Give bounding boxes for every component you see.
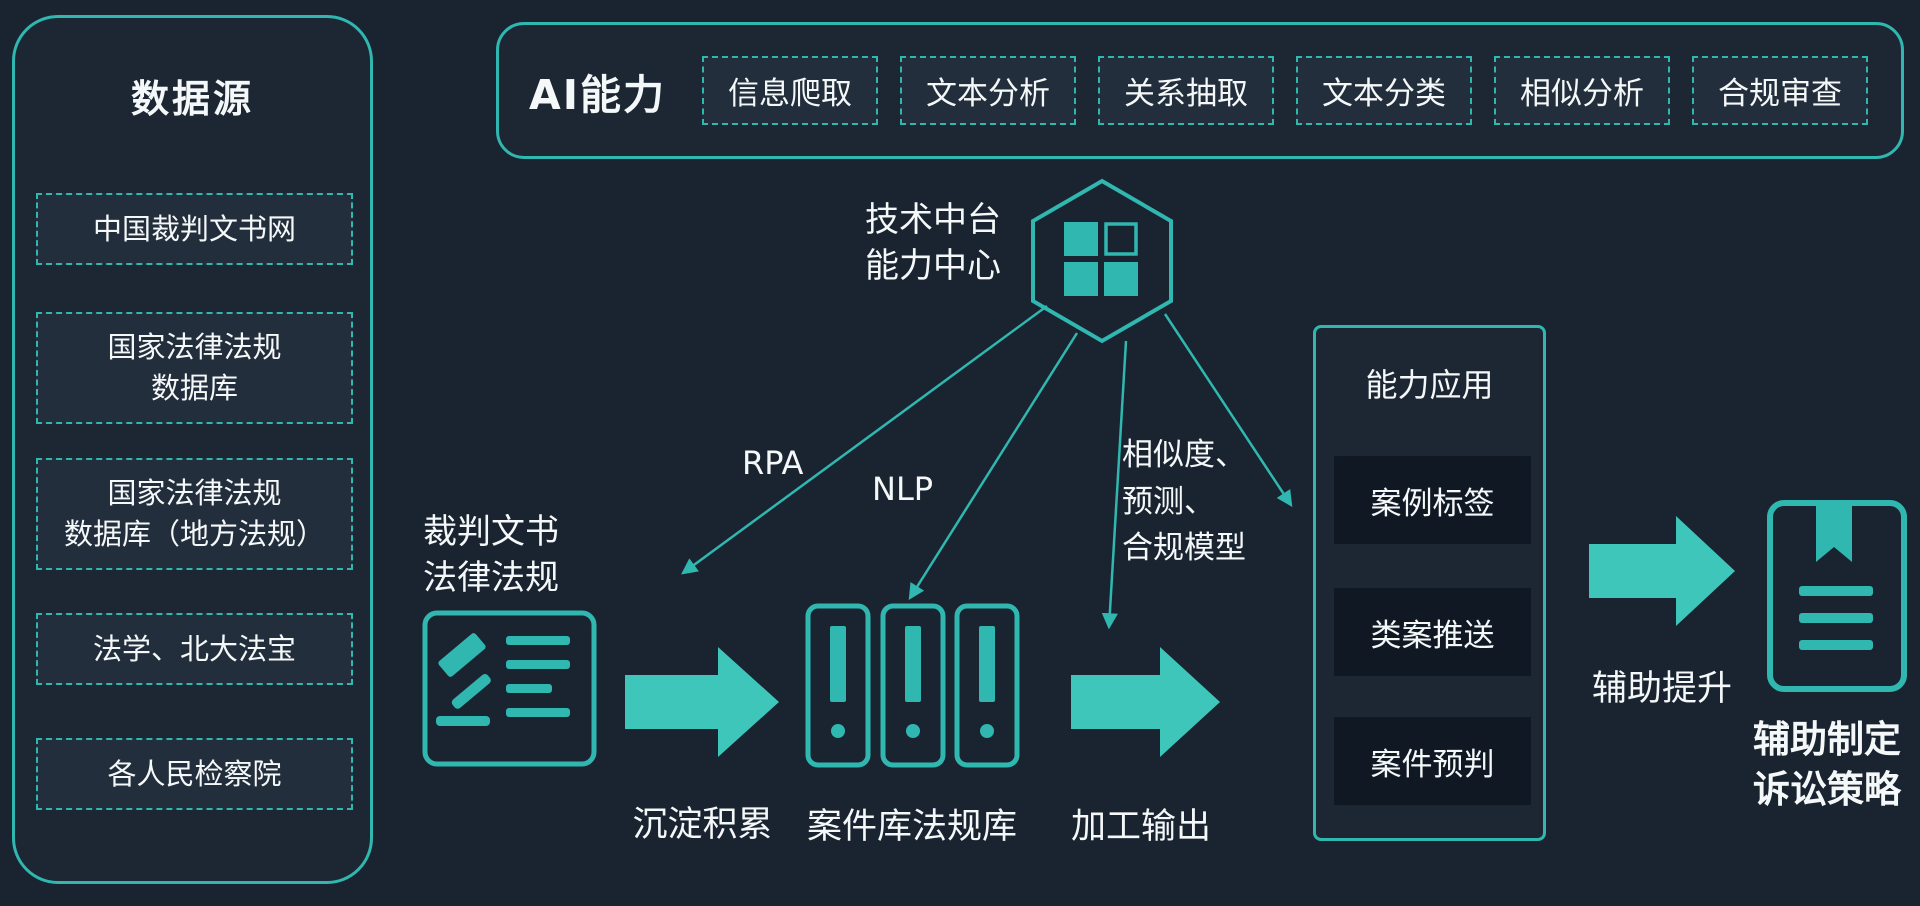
rpa-arrow bbox=[681, 304, 1048, 575]
applications-panel: 能力应用 案例标签 类案推送 案件预判 bbox=[1313, 325, 1546, 841]
application-item: 案件预判 bbox=[1334, 717, 1531, 805]
nlp-arrow bbox=[908, 332, 1079, 601]
case-file-icon bbox=[954, 603, 1020, 768]
data-source-item: 国家法律法规 数据库 bbox=[36, 312, 353, 424]
ai-capability-item: 相似分析 bbox=[1494, 56, 1670, 125]
ai-capabilities-title: AI能力 bbox=[529, 70, 666, 119]
flow-arrow-process bbox=[1071, 647, 1220, 757]
result-label: 辅助制定 诉讼策略 bbox=[1753, 718, 1901, 811]
accumulate-caption: 沉淀积累 bbox=[632, 805, 773, 845]
apps-arrow bbox=[1163, 313, 1293, 508]
flow-arrow-assist bbox=[1589, 516, 1735, 626]
ai-capability-item: 文本分析 bbox=[900, 56, 1076, 125]
process-caption: 加工输出 bbox=[1070, 807, 1211, 847]
case-file-icons bbox=[805, 603, 1020, 768]
application-item: 案例标签 bbox=[1334, 456, 1531, 544]
case-file-icon bbox=[880, 603, 946, 768]
gavel-document-icon bbox=[422, 610, 597, 767]
tech-platform-label: 技术中台 能力中心 bbox=[865, 200, 1001, 286]
flow-arrow-accumulate bbox=[625, 647, 779, 757]
case-file-icon bbox=[805, 603, 871, 768]
ai-capability-item: 信息爬取 bbox=[702, 56, 878, 125]
data-sources-title: 数据源 bbox=[130, 77, 254, 121]
nlp-label: NLP bbox=[872, 470, 934, 508]
ai-capability-item: 关系抽取 bbox=[1098, 56, 1274, 125]
data-sources-panel: 数据源 中国裁判文书网 国家法律法规 数据库 国家法律法规 数据库（地方法规） … bbox=[12, 15, 373, 884]
data-source-item: 法学、北大法宝 bbox=[36, 613, 353, 685]
bookmark-document-icon bbox=[1767, 500, 1907, 692]
repository-caption: 案件库法规库 bbox=[806, 807, 1017, 847]
data-source-item: 国家法律法规 数据库（地方法规） bbox=[36, 458, 353, 570]
application-item: 类案推送 bbox=[1334, 588, 1531, 676]
ai-capability-item: 合规审查 bbox=[1692, 56, 1868, 125]
data-source-item: 各人民检察院 bbox=[36, 738, 353, 810]
data-source-item: 中国裁判文书网 bbox=[36, 193, 353, 265]
ai-capability-item: 文本分类 bbox=[1296, 56, 1472, 125]
ai-capabilities-bar: AI能力 信息爬取 文本分析 关系抽取 文本分类 相似分析 合规审查 bbox=[496, 22, 1904, 159]
hexagon-grid-icon bbox=[1031, 178, 1173, 344]
gavel-icon bbox=[436, 633, 491, 726]
model-label: 相似度、 预测、 合规模型 bbox=[1122, 437, 1246, 566]
applications-title: 能力应用 bbox=[1365, 366, 1494, 404]
model-arrow bbox=[1101, 340, 1128, 630]
source-docs-label: 裁判文书 法律法规 bbox=[423, 512, 559, 598]
assist-caption: 辅助提升 bbox=[1591, 669, 1732, 709]
rpa-label: RPA bbox=[742, 444, 804, 482]
